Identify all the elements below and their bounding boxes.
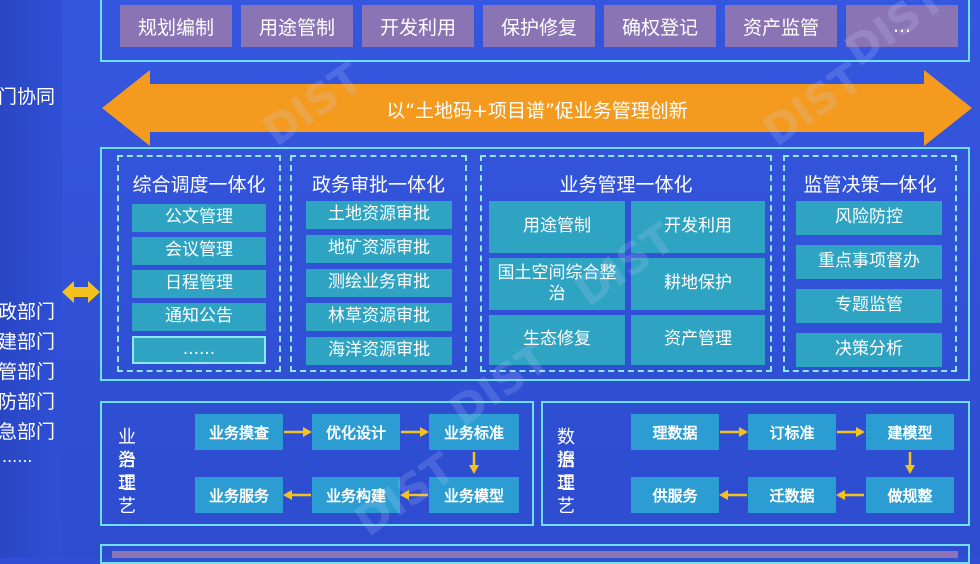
integration-panel — [100, 147, 970, 381]
top-item-registration: 确权登记 — [604, 5, 716, 47]
item-asset-mgmt: 资产管理 — [631, 315, 765, 365]
step-organize-data: 理数据 — [631, 414, 719, 450]
step-business-build: 业务构建 — [312, 477, 400, 513]
group-title-decision: 监管决策一体化 — [803, 174, 937, 196]
left-label-dept-4: 防部门 — [0, 391, 56, 413]
group-title-approval: 政务审批一体化 — [311, 174, 445, 196]
top-domain-panel — [100, 0, 970, 62]
banner-text: 以“土地码+项目谱”促业务管理创新 — [386, 100, 688, 122]
step-business-service: 业务服务 — [195, 477, 283, 513]
arrow-right-icon — [401, 427, 429, 437]
item-territory-rectification: 国土空间综合整治 — [489, 258, 625, 310]
left-label-dept-1: 政部门 — [0, 301, 56, 323]
data-process-panel — [541, 401, 970, 526]
group-box-scheduling — [117, 155, 281, 372]
group-box-business — [480, 155, 772, 372]
group-title-business: 业务管理一体化 — [559, 174, 693, 196]
top-item-use-control: 用途管制 — [241, 5, 353, 47]
business-process-panel — [100, 401, 534, 526]
business-process-label-3: 工艺 — [118, 473, 136, 517]
left-label-dept-5: 急部门 — [0, 421, 56, 443]
item-forest-approval: 林草资源审批 — [306, 303, 452, 331]
arrow-right-icon — [720, 427, 748, 437]
top-item-development: 开发利用 — [362, 5, 474, 47]
top-item-more: ... — [846, 5, 958, 47]
item-topic-supervision: 专题监管 — [796, 289, 942, 323]
arrow-down-icon — [905, 452, 915, 474]
arrow-left-icon — [283, 490, 311, 500]
step-set-standard: 订标准 — [748, 414, 836, 450]
item-survey-approval: 测绘业务审批 — [306, 269, 452, 297]
arrow-right-icon — [837, 427, 865, 437]
banner-arrow — [102, 70, 972, 146]
group-title-scheduling: 综合调度一体化 — [132, 174, 266, 196]
item-key-supervision: 重点事项督办 — [796, 245, 942, 279]
step-migrate-data: 迁数据 — [748, 477, 836, 513]
item-meeting-mgmt: 会议管理 — [132, 237, 266, 265]
arrow-left-icon — [719, 490, 747, 500]
top-item-restoration: 保护修复 — [483, 5, 595, 47]
bottom-items-strip — [112, 551, 958, 558]
business-process-label-1: 业务 — [118, 427, 136, 471]
left-label-more: ...... — [2, 447, 33, 466]
item-development: 开发利用 — [631, 201, 765, 253]
arrow-right-icon — [284, 427, 312, 437]
top-item-planning: 规划编制 — [120, 5, 232, 47]
step-business-survey: 业务摸查 — [195, 414, 283, 450]
item-use-control: 用途管制 — [489, 201, 625, 253]
item-decision-analysis: 决策分析 — [796, 333, 942, 367]
step-business-standard: 业务标准 — [429, 414, 519, 450]
arrow-left-icon — [836, 490, 864, 500]
data-process-label-1: 数据 — [557, 427, 575, 471]
data-process-label-3: 工艺 — [557, 473, 575, 517]
sync-arrow-icon — [62, 281, 100, 303]
left-label-dept-2: 建部门 — [0, 331, 56, 353]
item-schedule-mgmt: 日程管理 — [132, 270, 266, 298]
arrow-down-icon — [469, 452, 479, 474]
item-farmland-protection: 耕地保护 — [631, 258, 765, 310]
business-process-label-2: 治理 — [118, 450, 136, 494]
data-process-label-2: 治理 — [557, 450, 575, 494]
item-land-approval: 土地资源审批 — [306, 201, 452, 229]
group-box-decision — [783, 155, 957, 372]
left-label-dept-3: 管部门 — [0, 361, 56, 383]
item-document-mgmt: 公文管理 — [132, 204, 266, 232]
item-ocean-approval: 海洋资源审批 — [306, 337, 452, 365]
step-optimize-design: 优化设计 — [312, 414, 400, 450]
step-normalize: 做规整 — [866, 477, 954, 513]
item-more: ...... — [132, 336, 266, 364]
item-notice: 通知公告 — [132, 303, 266, 331]
step-build-model: 建模型 — [866, 414, 954, 450]
item-eco-restoration: 生态修复 — [489, 315, 625, 365]
top-item-asset-supervision: 资产监管 — [725, 5, 837, 47]
left-strip — [0, 0, 62, 558]
item-risk-control: 风险防控 — [796, 201, 942, 235]
step-provide-service: 供服务 — [631, 477, 719, 513]
arrow-left-icon — [400, 490, 428, 500]
group-box-approval — [290, 155, 467, 372]
left-label-coordination: 门协同 — [0, 86, 56, 108]
item-mineral-approval: 地矿资源审批 — [306, 235, 452, 263]
step-business-model: 业务模型 — [429, 477, 519, 513]
